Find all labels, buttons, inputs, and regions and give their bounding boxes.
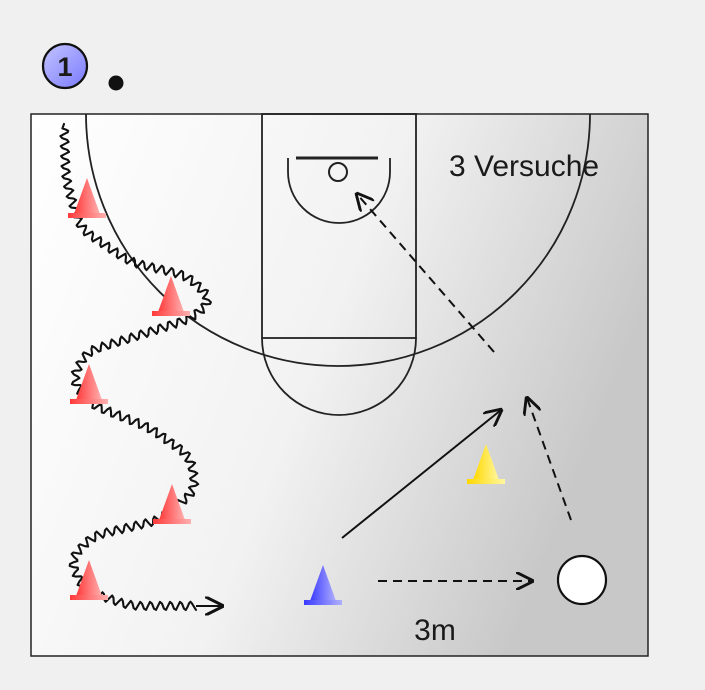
- hoop: [328, 162, 348, 182]
- traffic-cone-icon: [76, 560, 102, 596]
- cone-base: [68, 213, 106, 218]
- step-number: 1: [57, 52, 72, 82]
- restricted-area: [287, 158, 391, 224]
- numbered-circle-icon: [41, 42, 89, 90]
- ball-return-arrow: [527, 398, 572, 521]
- cut-arrow: [341, 410, 501, 539]
- player-marker-dot: [108, 75, 124, 91]
- cones-group: [68, 178, 505, 605]
- distance-label: 3m: [414, 614, 456, 647]
- shot-arrow: [357, 194, 495, 353]
- cone-blue: [304, 565, 342, 605]
- cone-base: [304, 600, 342, 605]
- cone-base: [153, 519, 191, 524]
- cone-red-3: [70, 364, 108, 404]
- traffic-cone-icon: [158, 276, 184, 312]
- cone-red-4: [153, 484, 191, 524]
- three-point-line: [85, 113, 591, 367]
- cone-base: [467, 479, 505, 484]
- traffic-cone-icon: [76, 364, 102, 400]
- traffic-cone-icon: [159, 484, 185, 520]
- step-badge: 1: [41, 42, 89, 90]
- cone-red-2: [152, 276, 190, 316]
- traffic-cone-icon: [473, 444, 499, 480]
- cone-base: [152, 311, 190, 316]
- cone-base: [70, 595, 108, 600]
- traffic-cone-icon: [310, 565, 336, 601]
- cone-red-5: [70, 560, 108, 600]
- cone-yellow: [467, 444, 505, 484]
- cone-base: [70, 399, 108, 404]
- court-background: [30, 113, 649, 657]
- court-lines: [85, 113, 591, 416]
- traffic-cone-icon: [74, 178, 100, 214]
- ball-icon: [556, 554, 608, 606]
- free-throw-lane: [261, 113, 417, 339]
- cone-red-1: [68, 178, 106, 218]
- free-throw-circle: [261, 337, 417, 416]
- attempts-label: 3 Versuche: [449, 150, 599, 183]
